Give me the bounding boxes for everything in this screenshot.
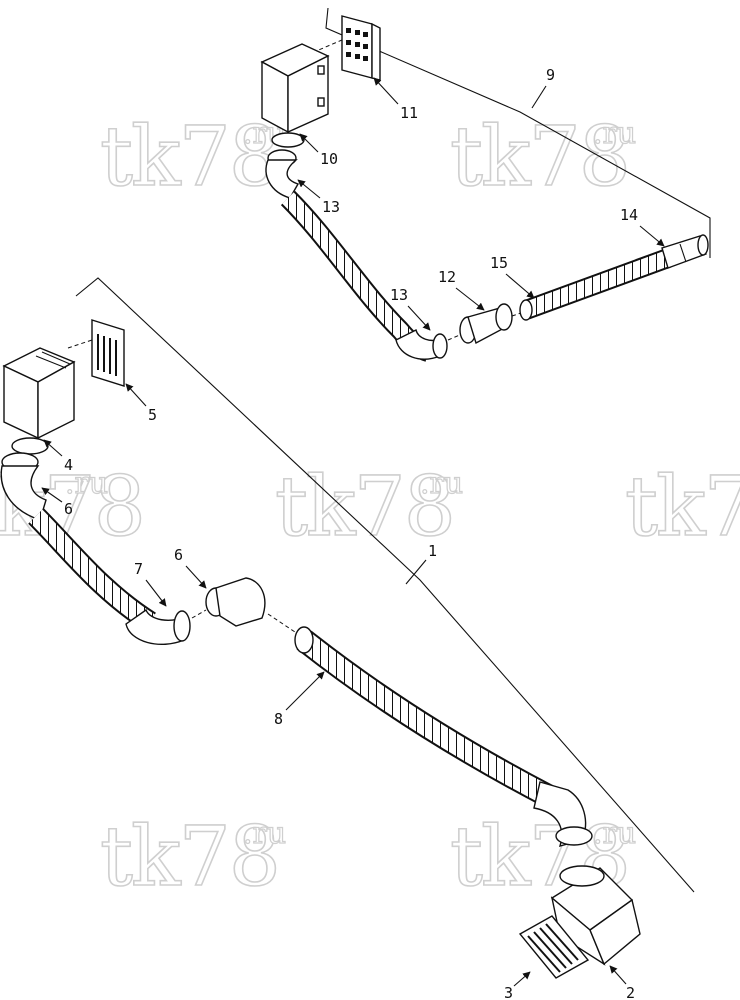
watermark: tk78 .ru [99,109,287,206]
svg-text:10: 10 [320,150,338,168]
watermark-layer: tk78 .ru tk78 .ru tk78 .ru tk78 .ru tk78… [0,109,740,906]
elbow-part-6-upper [0,452,47,521]
hood-part-10 [260,43,330,148]
svg-text:2: 2 [626,984,635,1000]
hood-part-4 [2,347,76,455]
svg-text:tk78: tk78 [100,810,279,905]
watermark: tk78 .ru [99,809,287,906]
callout-1: 1 [405,542,437,585]
svg-text:14: 14 [620,206,638,224]
svg-text:tk78: tk78 [625,460,740,555]
svg-text:1: 1 [428,542,437,560]
callout-4: 4 [43,439,73,474]
svg-text:4: 4 [64,456,73,474]
svg-text:13: 13 [390,286,408,304]
svg-text:tk78: tk78 [275,460,454,555]
elbow-part-6-middle [205,577,266,627]
watermark: tk78 .ru [449,109,637,206]
svg-text:.ru: .ru [243,816,286,851]
svg-text:.ru: .ru [420,466,463,501]
bracket-upper-assembly [325,7,711,258]
callout-2: 2 [609,965,635,1000]
callout-7: 7 [134,560,167,607]
svg-text:.ru: .ru [593,116,636,151]
bracket-lines [75,7,711,893]
fitting-part-14 [661,234,709,269]
hood-part-2 [550,865,641,966]
callout-9: 9 [531,66,555,109]
callout-13-lower: 13 [390,286,431,331]
svg-text:15: 15 [490,254,508,272]
callout-6-middle: 6 [174,546,207,589]
callout-14: 14 [620,206,665,247]
svg-text:9: 9 [546,66,555,84]
svg-text:5: 5 [148,406,157,424]
svg-text:12: 12 [438,268,456,286]
svg-text:11: 11 [400,104,418,122]
elbow-part-7 [125,608,191,645]
svg-text:tk78: tk78 [100,110,279,205]
lower-assembly [0,319,641,979]
insert-part-3 [518,915,590,979]
upper-assembly [260,15,709,362]
bracket-lower-assembly [75,277,695,893]
svg-text:13: 13 [322,198,340,216]
svg-text:.ru: .ru [593,816,636,851]
callout-6-upper: 6 [41,487,73,518]
svg-text:8: 8 [274,710,283,728]
coupler-part-12 [459,303,513,345]
svg-text:7: 7 [134,560,143,578]
callout-10: 10 [299,133,338,168]
watermark: tk78 .ru [274,459,464,556]
callout-labels: 1 2 3 4 5 6 6 7 [41,66,665,1000]
svg-text:3: 3 [504,984,513,1000]
svg-text:.ru: .ru [65,466,108,501]
svg-text:6: 6 [64,500,73,518]
callout-12: 12 [438,268,485,311]
callout-8: 8 [274,671,325,728]
insert-part-5 [91,319,125,387]
callout-15: 15 [490,254,535,299]
callout-11: 11 [373,77,418,122]
insert-part-11 [341,15,381,81]
callout-13-upper: 13 [297,179,340,216]
callout-5: 5 [125,383,157,424]
svg-text:6: 6 [174,546,183,564]
watermark: tk78 [624,459,740,556]
elbow-lower-end [533,781,593,848]
elbow-part-13-lower [395,328,448,360]
callout-3: 3 [504,971,531,1000]
